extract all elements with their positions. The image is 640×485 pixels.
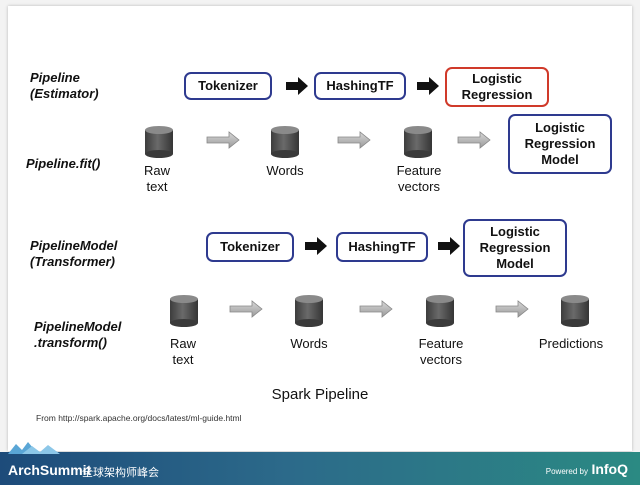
gray-arrow-icon bbox=[359, 300, 393, 318]
gray-arrow-icon bbox=[457, 131, 491, 149]
logistic-regression-model-box: Logistic Regression Model bbox=[508, 114, 612, 174]
diagram-graphics bbox=[145, 77, 589, 327]
label-pipeline-estimator: Pipeline (Estimator) bbox=[30, 70, 99, 101]
black-arrow-icon bbox=[305, 237, 327, 255]
label-pipelinemodel-transformer: PipelineModel (Transformer) bbox=[30, 238, 118, 269]
source-note: From http://spark.apache.org/docs/latest… bbox=[36, 413, 242, 423]
cylinder-icon bbox=[404, 126, 432, 158]
gray-arrow-icon bbox=[229, 300, 263, 318]
words-caption-2: Words bbox=[290, 336, 328, 351]
cylinder-icon bbox=[295, 295, 323, 327]
logistic-regression-box: Logistic Regression bbox=[445, 67, 549, 107]
footer-bar: ArchSummit 全球架构师峰会 Powered by InfoQ bbox=[0, 442, 640, 485]
raw-text-caption-2: Raw text bbox=[169, 336, 196, 367]
hashingtf-box: HashingTF bbox=[314, 72, 406, 100]
predictions-caption: Predictions bbox=[538, 336, 604, 351]
cylinder-icon bbox=[170, 295, 198, 327]
cylinder-icon bbox=[561, 295, 589, 327]
tokenizer-box-2: Tokenizer bbox=[206, 232, 294, 262]
gray-arrow-icon bbox=[206, 131, 240, 149]
cylinder-icon bbox=[271, 126, 299, 158]
archsummit-subtitle: 全球架构师峰会 bbox=[82, 467, 159, 479]
slide-title: Spark Pipeline bbox=[271, 386, 369, 403]
label-pipeline-fit: Pipeline.fit() bbox=[26, 156, 101, 171]
archsummit-brand: ArchSummit bbox=[8, 462, 92, 478]
slide: Pipeline (Estimator) Pipeline.fit() Pipe… bbox=[8, 6, 632, 451]
logistic-regression-model-box-2: Logistic Regression Model bbox=[463, 219, 567, 277]
raw-text-caption: Raw text bbox=[143, 163, 170, 194]
feature-vectors-caption: Feature vectors bbox=[396, 163, 442, 194]
black-arrow-icon bbox=[438, 237, 460, 255]
tokenizer-box: Tokenizer bbox=[184, 72, 272, 100]
feature-vectors-caption-2: Feature vectors bbox=[418, 336, 464, 367]
powered-by-label: Powered by bbox=[545, 467, 588, 476]
gray-arrow-icon bbox=[495, 300, 529, 318]
gray-arrow-icon bbox=[337, 131, 371, 149]
black-arrow-icon bbox=[417, 77, 439, 95]
infoq-logo: InfoQ bbox=[591, 461, 628, 477]
cylinder-icon bbox=[426, 295, 454, 327]
hashingtf-box-2: HashingTF bbox=[336, 232, 428, 262]
archsummit-logo-icon bbox=[8, 442, 60, 454]
cylinder-icon bbox=[145, 126, 173, 158]
black-arrow-icon bbox=[286, 77, 308, 95]
label-pipelinemodel-transform: PipelineModel .transform() bbox=[34, 319, 122, 350]
words-caption: Words bbox=[266, 163, 304, 178]
